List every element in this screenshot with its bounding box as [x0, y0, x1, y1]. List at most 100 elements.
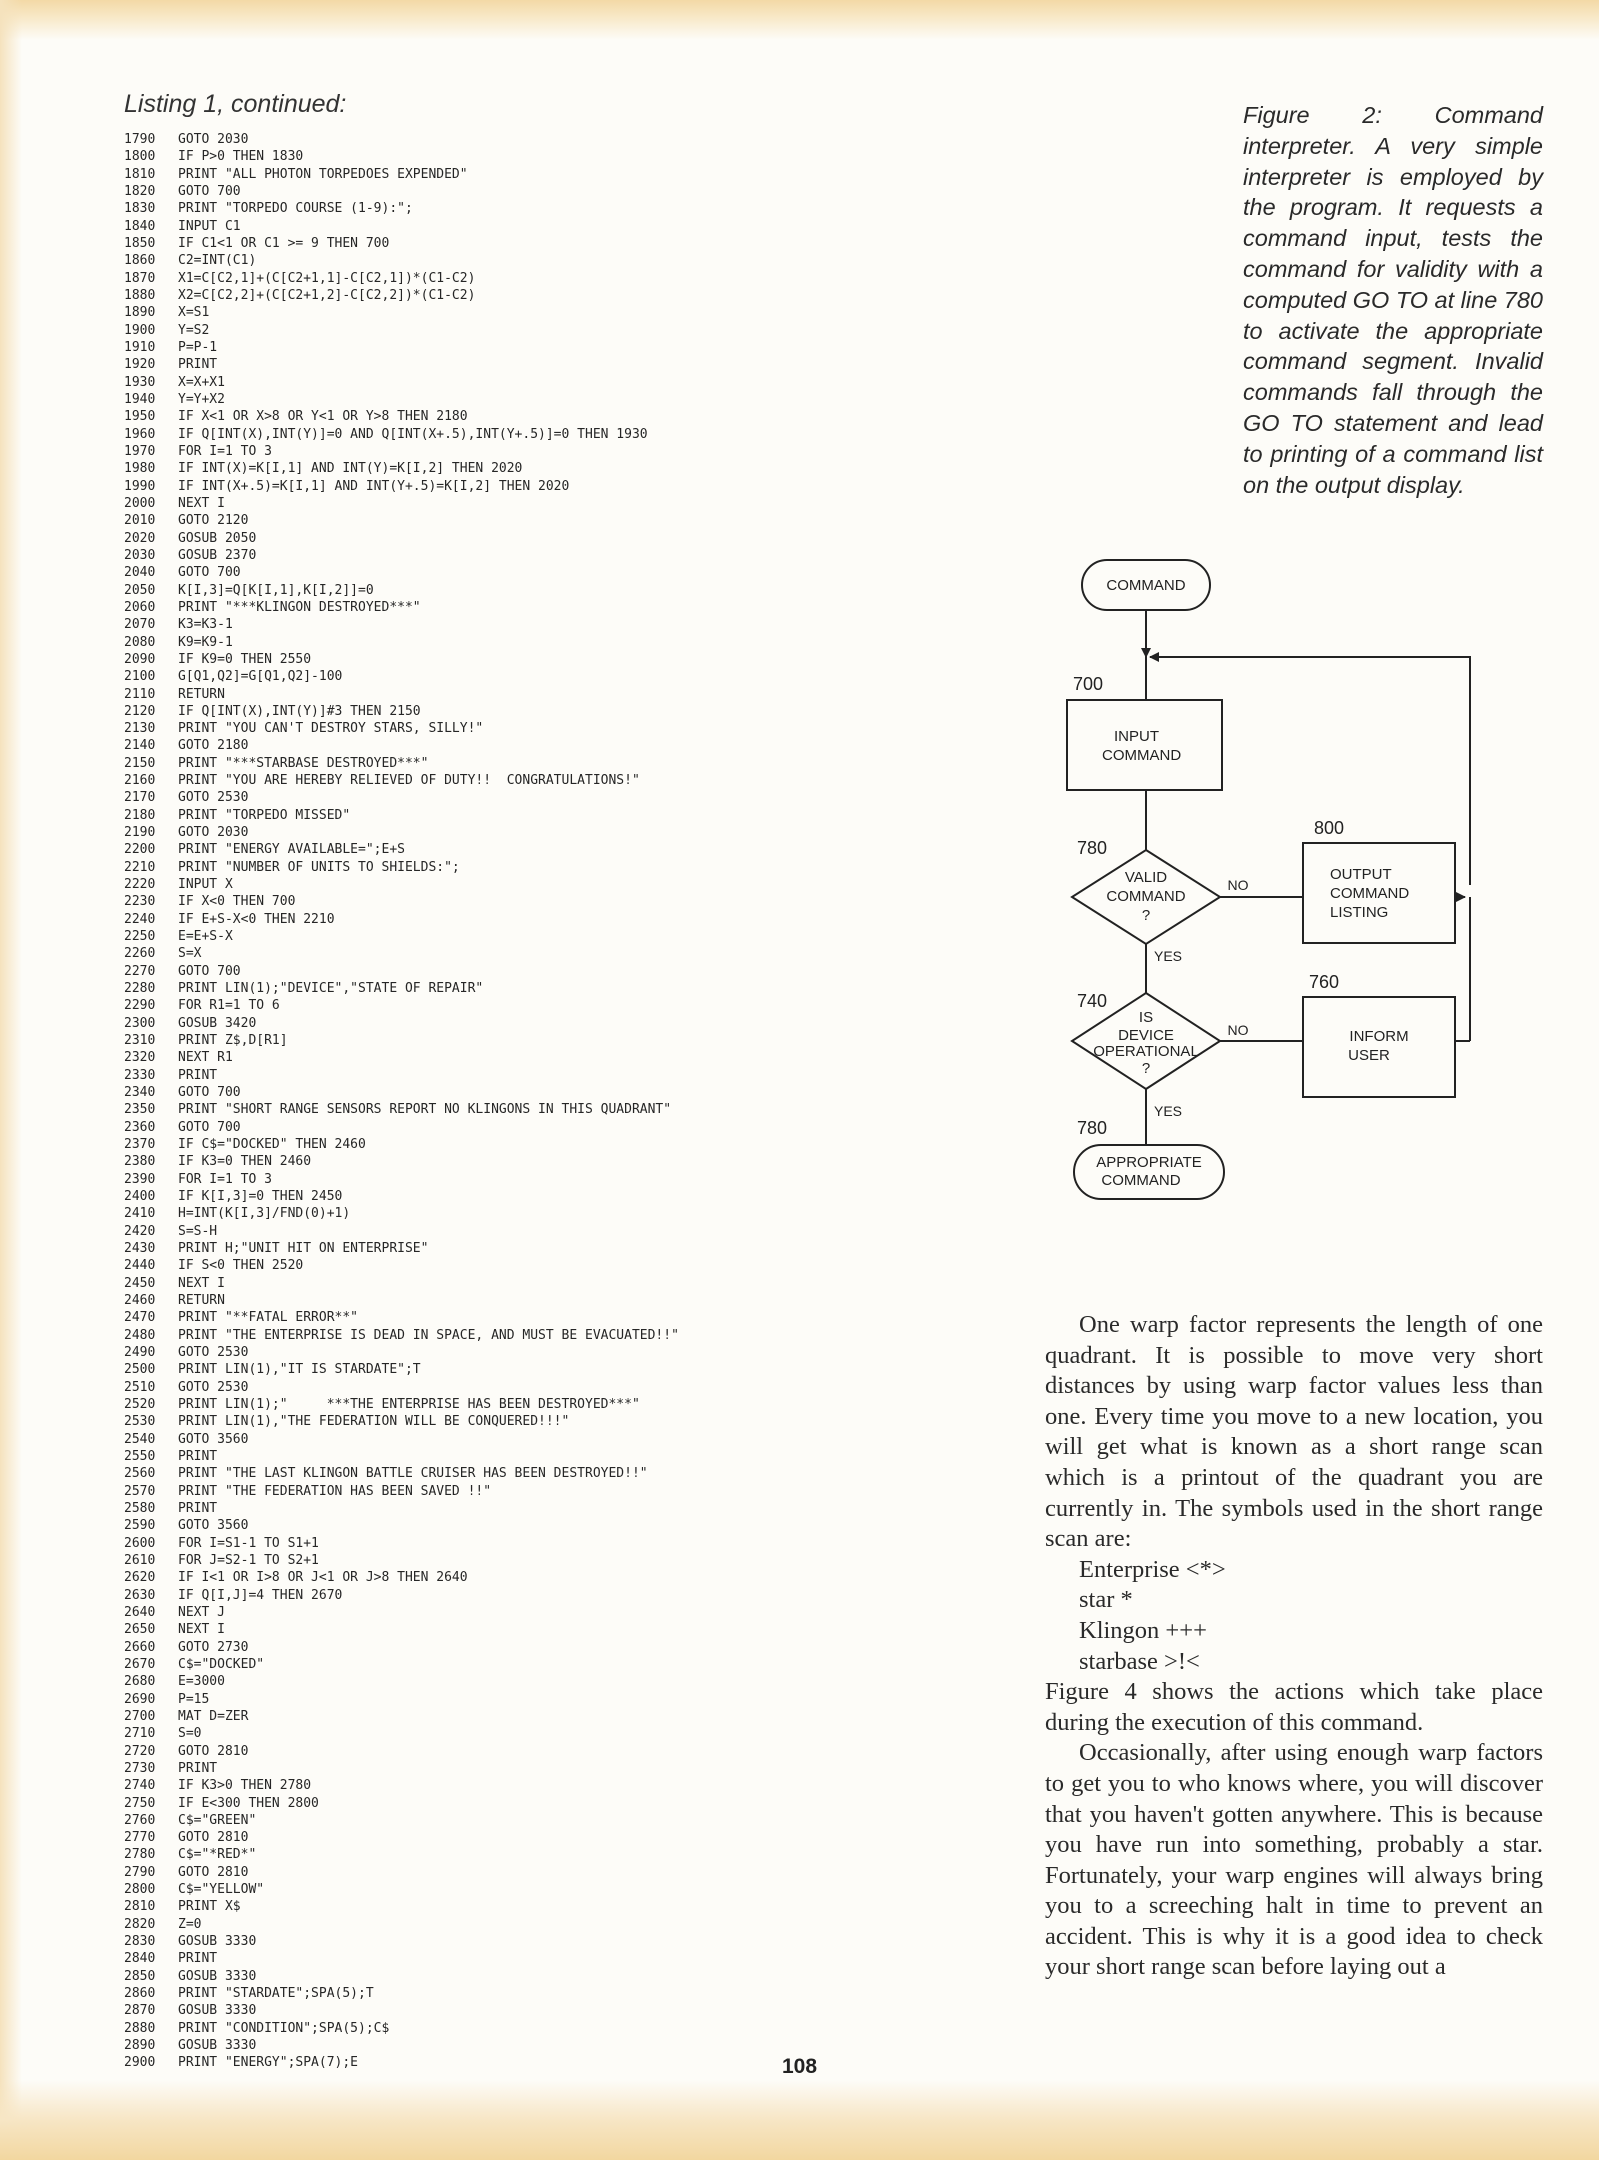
line-number: 1800: [124, 149, 156, 165]
input-number: 700: [1073, 674, 1103, 694]
line-number: 2470: [124, 1310, 156, 1326]
code-statement: IF C$="DOCKED" THEN 2460: [178, 1137, 366, 1153]
line-number: 2600: [124, 1535, 156, 1551]
code-statement: GOSUB 3330: [178, 2038, 257, 2054]
line-number: 2180: [124, 807, 156, 823]
paragraph-figure4: Figure 4 shows the actions which take pl…: [1045, 1678, 1543, 1736]
line-number: 2550: [124, 1448, 156, 1464]
line-number: 1850: [124, 235, 156, 251]
line-number: 2810: [124, 1899, 156, 1915]
line-number: 2660: [124, 1639, 156, 1655]
code-statement: GOTO 2530: [178, 1344, 249, 1360]
code-statement: GOSUB 3330: [178, 1968, 257, 1984]
yes-label-valid: YES: [1154, 948, 1182, 964]
line-number: 2030: [124, 547, 156, 563]
device-label-4: ?: [1142, 1060, 1150, 1077]
line-number: 1970: [124, 443, 156, 459]
code-line: 2600 FOR I=S1-1 TO S1+1: [124, 1535, 824, 1552]
code-statement: FOR I=1 TO 3: [178, 443, 272, 459]
line-number: 2220: [124, 877, 156, 893]
code-statement: INPUT C1: [178, 218, 241, 234]
code-statement: C$="DOCKED": [178, 1656, 265, 1672]
line-number: 1960: [124, 426, 156, 442]
code-statement: GOSUB 3330: [178, 1934, 257, 1950]
line-number: 2390: [124, 1171, 156, 1187]
code-statement: PRINT "YOU ARE HEREBY RELIEVED OF DUTY!!…: [178, 773, 640, 789]
code-statement: FOR I=S1-1 TO S1+1: [178, 1535, 319, 1551]
line-number: 2060: [124, 599, 156, 615]
code-statement: Y=Y+X2: [178, 391, 225, 407]
code-statement: GOTO 2810: [178, 1743, 249, 1759]
code-statement: X=X+X1: [178, 374, 225, 390]
line-number: 1840: [124, 218, 156, 234]
line-number: 2790: [124, 1864, 156, 1880]
code-statement: C$="YELLOW": [178, 1882, 265, 1898]
code-statement: X1=C[C2,1]+(C[C2+1,1]-C[C2,1])*(C1-C2): [178, 270, 476, 286]
line-number: 2010: [124, 513, 156, 529]
line-number: 2640: [124, 1604, 156, 1620]
line-number: 2520: [124, 1396, 156, 1412]
line-number: 2780: [124, 1847, 156, 1863]
code-statement: PRINT: [178, 1951, 218, 1967]
symbol-starbase: starbase >!<: [1079, 1647, 1200, 1675]
page-edge-left: [0, 0, 22, 2160]
code-statement: Y=S2: [178, 322, 210, 338]
code-statement: IF I<1 OR I>8 OR J<1 OR J>8 THEN 2640: [178, 1570, 468, 1586]
output-label-1: OUTPUT: [1330, 866, 1392, 883]
code-statement: PRINT: [178, 1760, 218, 1776]
valid-label-1: VALID: [1125, 869, 1167, 886]
appropriate-label-2: COMMAND: [1101, 1172, 1180, 1189]
code-statement: PRINT "THE LAST KLINGON BATTLE CRUISER H…: [178, 1466, 648, 1482]
code-statement: GOTO 2030: [178, 825, 249, 841]
input-label-2: COMMAND: [1102, 747, 1181, 764]
code-statement: GOTO 700: [178, 565, 241, 581]
symbol-star: star *: [1079, 1586, 1133, 1614]
line-number: 2880: [124, 2020, 156, 2036]
line-number: 2200: [124, 842, 156, 858]
code-statement: IF INT(X+.5)=K[I,1] AND INT(Y+.5)=K[I,2]…: [178, 478, 570, 494]
line-number: 2540: [124, 1431, 156, 1447]
code-statement: PRINT LIN(1),"THE FEDERATION WILL BE CON…: [178, 1414, 570, 1430]
line-number: 2870: [124, 2003, 156, 2019]
line-number: 2900: [124, 2055, 156, 2071]
line-number: 2210: [124, 859, 156, 875]
line-number: 2830: [124, 1934, 156, 1950]
paragraph-occasionally: Occasionally, after using enough warp fa…: [1045, 1739, 1543, 1981]
code-statement: S=S-H: [178, 1223, 218, 1239]
line-number: 2610: [124, 1552, 156, 1568]
line-number: 2690: [124, 1691, 156, 1707]
line-number: 2370: [124, 1137, 156, 1153]
code-statement: GOTO 2810: [178, 1864, 249, 1880]
figure-caption: Figure 2: Command interpreter. A very si…: [1243, 102, 1544, 498]
symbol-enterprise: Enterprise <*>: [1079, 1555, 1226, 1583]
line-number: 2090: [124, 651, 156, 667]
code-statement: PRINT "YOU CAN'T DESTROY STARS, SILLY!": [178, 721, 484, 737]
line-number: 2680: [124, 1674, 156, 1690]
output-label-2: COMMAND: [1330, 885, 1409, 902]
line-number: 2590: [124, 1518, 156, 1534]
code-statement: IF S<0 THEN 2520: [178, 1258, 304, 1274]
